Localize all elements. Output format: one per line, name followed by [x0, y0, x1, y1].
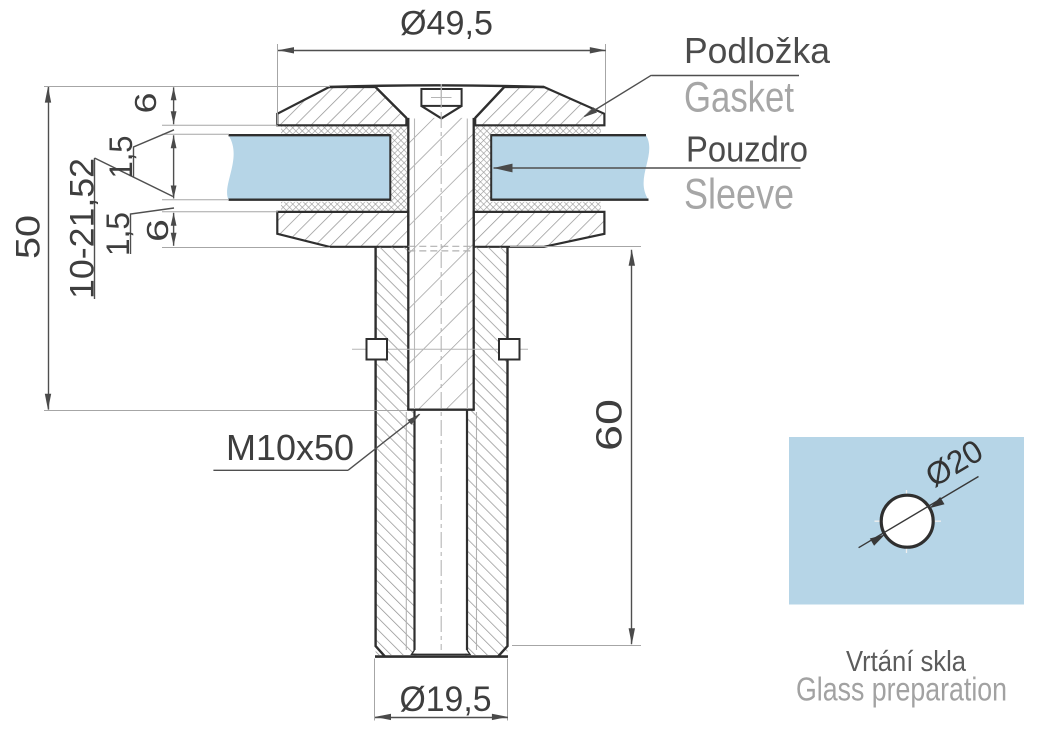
svg-text:Podložka: Podložka [684, 30, 831, 71]
svg-text:6: 6 [128, 93, 163, 114]
svg-text:10-21,52: 10-21,52 [64, 158, 102, 299]
svg-text:1,5: 1,5 [103, 136, 139, 179]
svg-text:50: 50 [10, 215, 48, 259]
svg-text:M10x50: M10x50 [226, 427, 354, 468]
svg-text:Gasket: Gasket [684, 75, 794, 122]
svg-text:Ø19,5: Ø19,5 [400, 680, 492, 719]
svg-text:Glass preparation: Glass preparation [796, 671, 1007, 708]
svg-text:6: 6 [140, 219, 175, 242]
svg-text:Sleeve: Sleeve [684, 172, 794, 219]
svg-text:Vrtání skla: Vrtání skla [846, 646, 967, 678]
svg-text:60: 60 [588, 399, 629, 451]
svg-text:Pouzdro: Pouzdro [686, 129, 808, 170]
svg-text:Ø49,5: Ø49,5 [400, 5, 493, 43]
svg-text:1,5: 1,5 [100, 212, 136, 256]
